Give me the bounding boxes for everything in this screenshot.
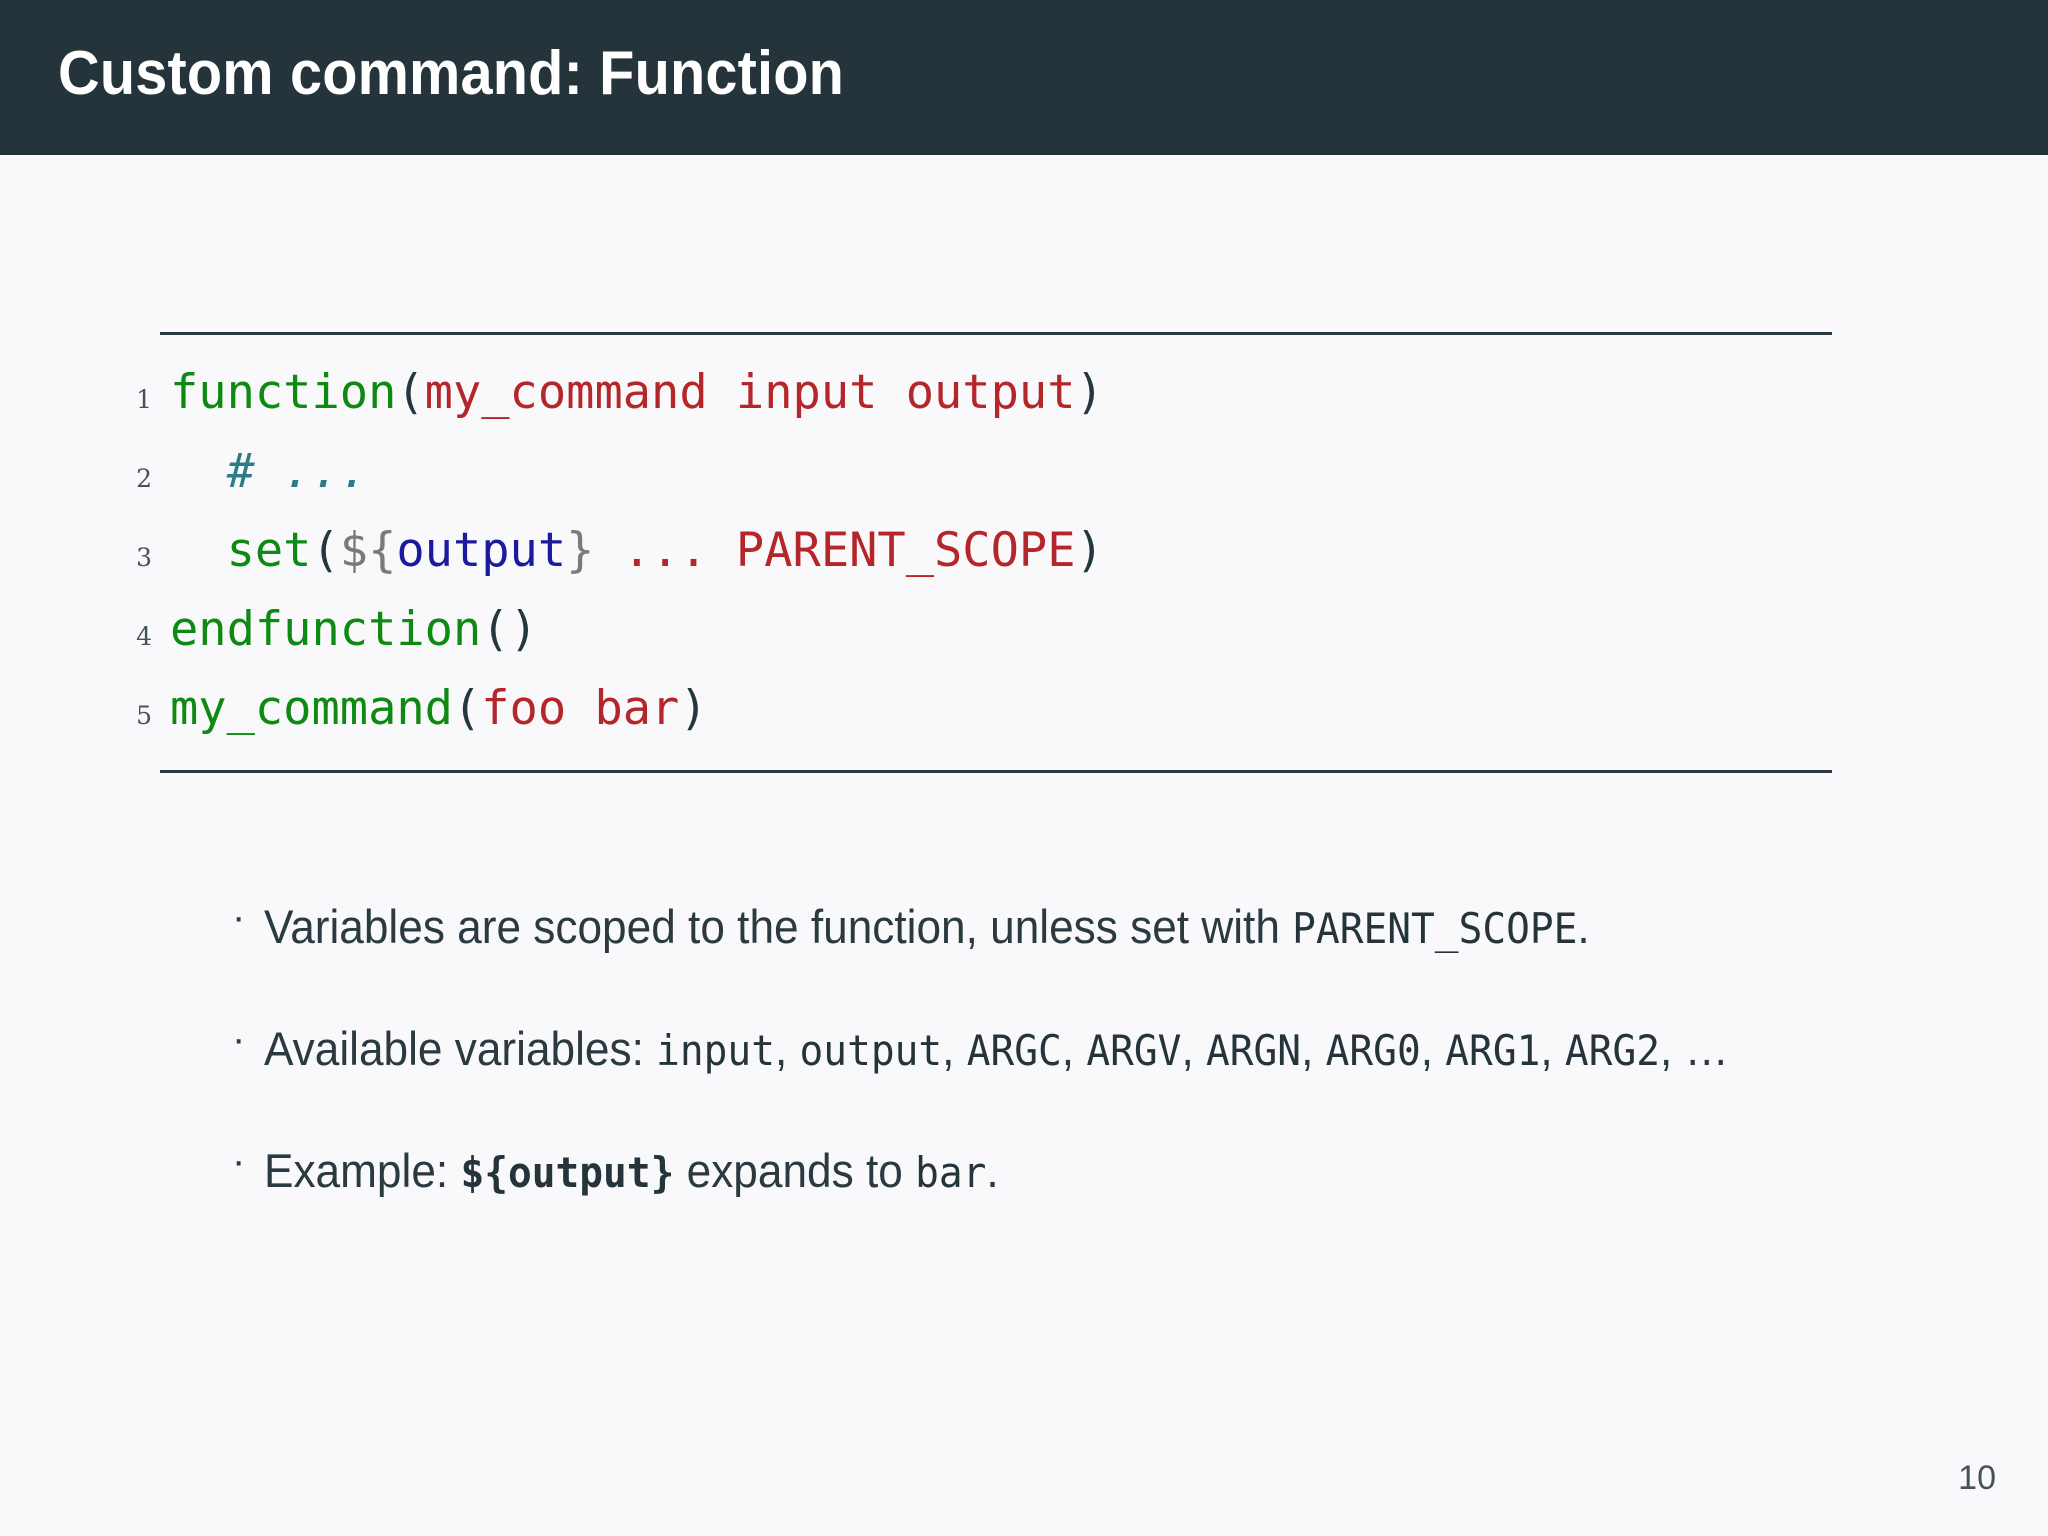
code-token-fn: my_command bbox=[170, 681, 453, 736]
text-run: Variables are scoped to the function, un… bbox=[264, 900, 1293, 953]
code-token-punct: () bbox=[481, 602, 538, 657]
text-run: , bbox=[1181, 1022, 1206, 1075]
code-line-number: 5 bbox=[136, 701, 152, 730]
list-item-text: Available variables: input, output, ARGC… bbox=[264, 1008, 1828, 1092]
list-item: · Example: ${output} expands to bar. bbox=[228, 1130, 1928, 1214]
code-token-brace: ${ bbox=[339, 523, 397, 578]
code-line: 1 function(my_command input output) bbox=[136, 353, 1832, 432]
code-token-arg: foo bar bbox=[481, 681, 680, 736]
code-literal: ARG0 bbox=[1325, 1026, 1421, 1075]
code-rule-top bbox=[160, 332, 1832, 335]
code-literal: ARGN bbox=[1205, 1026, 1302, 1075]
code-line: 5 my_command(foo bar) bbox=[136, 669, 1832, 748]
text-run: , bbox=[942, 1022, 967, 1075]
page-number: 10 bbox=[1958, 1459, 1996, 1497]
code-line: 4 endfunction() bbox=[136, 590, 1832, 669]
code-token-fn: set bbox=[226, 523, 312, 578]
code-literal: ARGV bbox=[1086, 1026, 1182, 1075]
bullet-marker-icon: · bbox=[232, 1017, 246, 1061]
list-item: · Variables are scoped to the function, u… bbox=[228, 886, 1928, 970]
code-rule-bottom bbox=[160, 770, 1832, 773]
list-item: · Available variables: input, output, ARG… bbox=[228, 1008, 1928, 1092]
bullet-marker-icon: · bbox=[232, 895, 246, 939]
code-token-fn: endfunction bbox=[170, 602, 482, 657]
code-line: 2 # ... bbox=[136, 432, 1832, 511]
code-literal: ARG1 bbox=[1445, 1026, 1541, 1075]
code-token-var: output bbox=[396, 523, 567, 578]
code-line-number: 2 bbox=[136, 464, 152, 493]
code-token-punct bbox=[170, 523, 227, 578]
code-token-arg: my_command input output bbox=[424, 365, 1076, 420]
code-line-number: 3 bbox=[136, 543, 152, 572]
code-token-punct: ( bbox=[452, 681, 482, 736]
code-token-brace: } bbox=[566, 523, 595, 578]
code-token-punct: ) bbox=[679, 681, 708, 736]
slide-title-bar: Custom command: Function bbox=[0, 0, 2048, 155]
list-item-text: Example: ${output} expands to bar. bbox=[264, 1130, 1828, 1214]
text-run: , bbox=[774, 1022, 800, 1075]
code-literal: PARENT_SCOPE bbox=[1292, 904, 1578, 953]
page-title: Custom command: Function bbox=[58, 39, 845, 108]
bullet-list: · Variables are scoped to the function, u… bbox=[228, 886, 1928, 1252]
code-token-fn: function bbox=[170, 365, 397, 420]
list-item-text: Variables are scoped to the function, un… bbox=[264, 886, 1828, 970]
code-literal: output bbox=[799, 1026, 943, 1075]
code-literal: bar bbox=[915, 1148, 987, 1197]
code-token-punct: ) bbox=[1075, 523, 1104, 578]
code-literal: ${output} bbox=[460, 1148, 675, 1197]
text-run: , bbox=[1061, 1022, 1087, 1075]
code-token-punct bbox=[170, 444, 227, 499]
code-token-punct: ( bbox=[311, 523, 340, 578]
code-token-arg: ... PARENT_SCOPE bbox=[594, 523, 1076, 578]
code-literal: ARG2 bbox=[1564, 1026, 1661, 1075]
text-run: Example: bbox=[264, 1144, 461, 1197]
code-literal: input bbox=[656, 1026, 775, 1075]
code-token-punct: ) bbox=[1075, 365, 1104, 420]
code-line-number: 1 bbox=[136, 385, 152, 414]
text-run: , … bbox=[1660, 1022, 1729, 1075]
bullet-marker-icon: · bbox=[232, 1139, 246, 1183]
text-run: , bbox=[1301, 1022, 1326, 1075]
code-literal: ARGC bbox=[966, 1026, 1062, 1075]
code-line: 3 set(${output} ... PARENT_SCOPE) bbox=[136, 511, 1832, 590]
text-run: Available variables: bbox=[264, 1022, 657, 1075]
code-token-punct: ( bbox=[396, 365, 425, 420]
text-run: , bbox=[1540, 1022, 1565, 1075]
text-run: , bbox=[1420, 1022, 1446, 1075]
code-line-number: 4 bbox=[136, 622, 152, 651]
text-run: . bbox=[986, 1144, 999, 1197]
text-run: expands to bbox=[674, 1144, 916, 1197]
text-run: . bbox=[1577, 900, 1590, 953]
code-token-comment: # ... bbox=[226, 444, 369, 499]
